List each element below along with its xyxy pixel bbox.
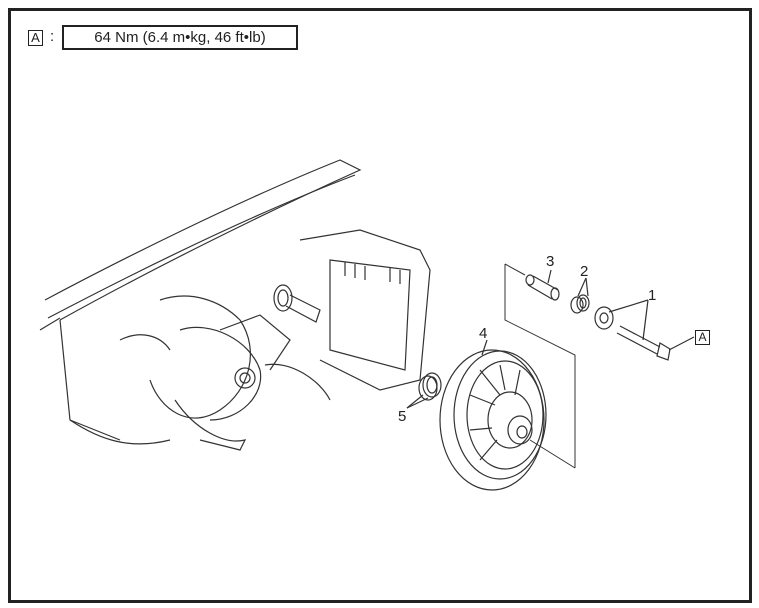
diagram-frame [8, 8, 752, 603]
part-1-bolt-and-washer [594, 299, 695, 361]
legend-separator: : [50, 28, 55, 45]
torque-spec: 64 Nm (6.4 m•kg, 46 ft•lb) [62, 25, 298, 50]
part-5-seal [406, 372, 442, 409]
legend-key-a: A [28, 30, 43, 46]
callout-3: 3 [546, 253, 555, 270]
assembly-guide-lines [504, 263, 576, 469]
callout-2: 2 [580, 263, 589, 280]
part-3-collar [525, 269, 560, 301]
vehicle-body [39, 159, 431, 451]
part-4-secondary-sheave [439, 339, 547, 491]
callout-1: 1 [648, 287, 657, 304]
callout-4: 4 [479, 325, 488, 342]
callout-5: 5 [398, 408, 407, 425]
callout-ref-a: A [695, 330, 710, 345]
part-2-spacers [570, 277, 590, 314]
